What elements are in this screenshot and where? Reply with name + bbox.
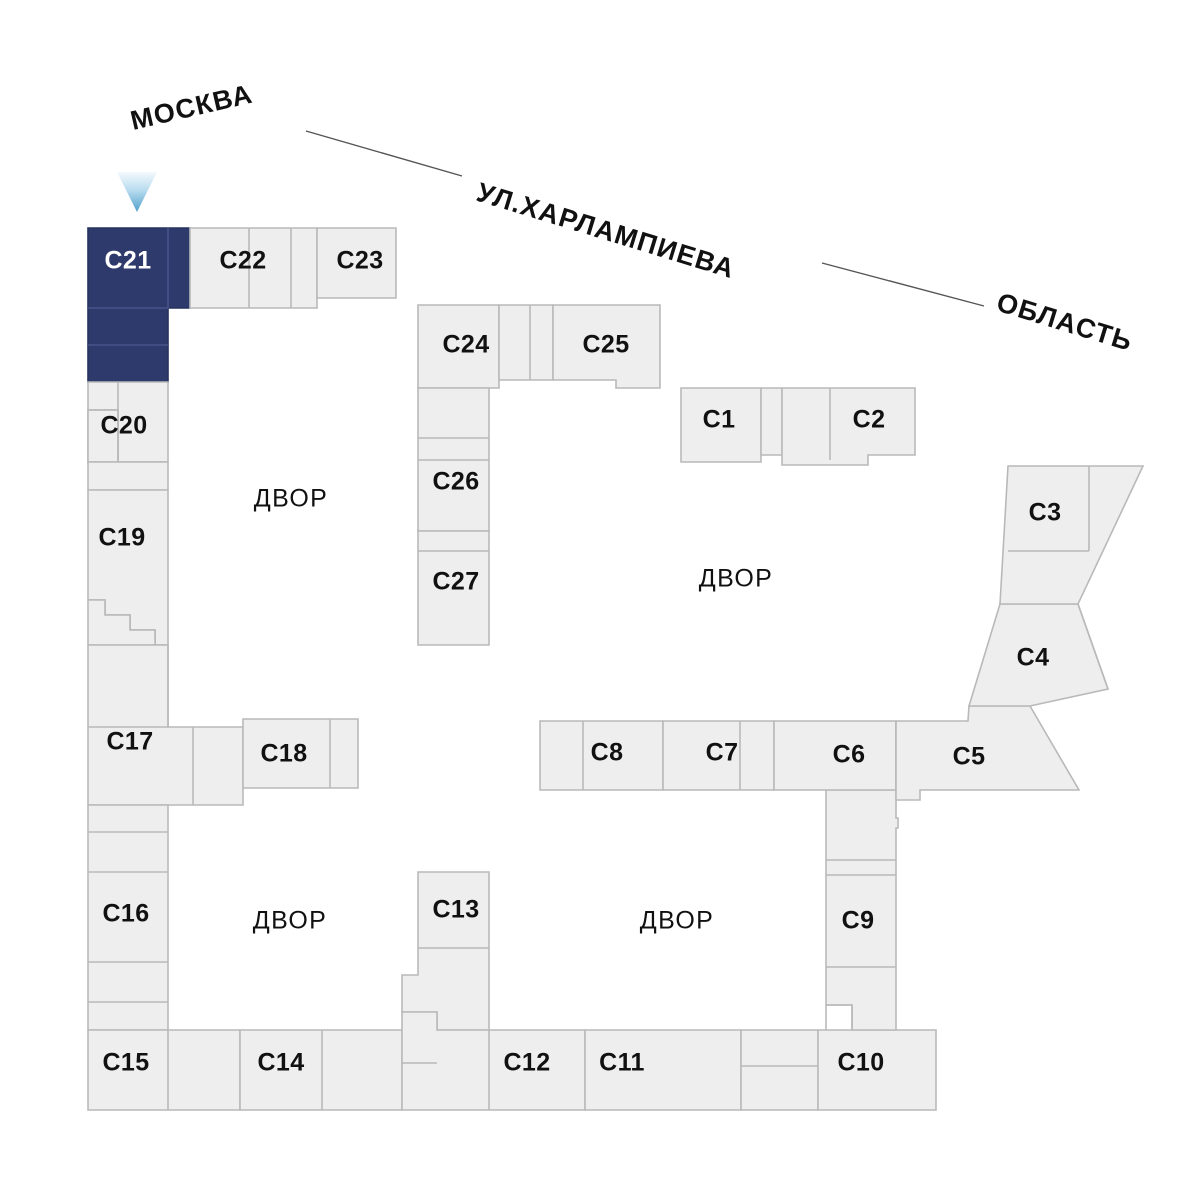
block-group-C15[interactable]: C15 [87,1029,241,1111]
block-group-C5[interactable]: C5 [895,705,1081,801]
block-group-C20[interactable]: C20 [87,381,169,463]
block-label-C13: C13 [432,896,479,924]
block-group-C6[interactable]: C6 [773,720,897,791]
block-label-C16: C16 [102,900,149,928]
block-group-C24[interactable]: C24 [417,304,500,389]
block-C1-annex[interactable] [760,387,783,456]
block-C3-footprint[interactable] [999,465,1145,605]
block-group-C20b[interactable] [87,461,169,491]
block-label-C26: C26 [432,468,479,496]
block-C20-extension[interactable] [87,461,169,491]
block-C11-annex[interactable] [740,1029,819,1111]
block-group-C17[interactable]: C17 [87,644,244,806]
block-label-C17: C17 [106,728,153,756]
block-label-C12: C12 [503,1049,550,1077]
block-group-C24b[interactable] [498,304,554,381]
block-group-C1b[interactable] [760,387,783,456]
block-label-C6: C6 [833,741,866,769]
block-group-C18[interactable]: C18 [242,718,359,789]
block-label-C21: C21 [104,247,151,275]
block-label-C22: C22 [219,247,266,275]
block-C9-footprint[interactable] [825,789,899,1031]
block-C6-footprint[interactable] [773,720,897,791]
block-C23-footprint[interactable] [316,227,397,299]
block-group-C11b[interactable] [740,1029,819,1111]
block-label-C15: C15 [102,1049,149,1077]
block-label-C18: C18 [260,740,307,768]
block-group-C10[interactable]: C10 [817,1029,937,1111]
block-group-C23[interactable]: C23 [316,227,397,299]
leader-line-moskva [305,130,463,177]
block-C17-footprint[interactable] [87,644,244,806]
block-group-C4[interactable]: C4 [967,603,1110,707]
block-C21-divider [88,228,169,346]
block-group-C25[interactable]: C25 [552,304,661,389]
block-label-C27: C27 [432,568,479,596]
block-C17-divider [88,645,194,805]
yard-label-sw: ДВОР [253,907,328,935]
leader-line-oblast [821,262,985,307]
block-group-C26[interactable]: C26 [417,387,490,532]
block-C3-divider [1008,466,1090,552]
street-label-harlampieva: УЛ.ХАРЛАМПИЕВА [473,177,738,284]
block-C9-divider [826,859,896,1030]
block-label-C4: C4 [1017,644,1050,672]
block-group-C27[interactable]: C27 [417,530,490,646]
block-label-C9: C9 [842,907,875,935]
block-label-C19: C19 [98,524,145,552]
block-C22-footprint[interactable] [189,227,318,309]
block-group-C3[interactable]: C3 [999,465,1145,605]
block-label-C7: C7 [706,739,739,767]
block-C22-divider [248,228,292,308]
block-group-C16[interactable]: C16 [87,804,169,1031]
block-group-C13[interactable]: C13 [401,871,490,1031]
block-label-C23: C23 [336,247,383,275]
block-C1-footprint[interactable] [680,387,762,463]
block-C12-divider [402,1030,490,1110]
block-label-C25: C25 [582,331,629,359]
block-label-C2: C2 [853,406,886,434]
block-label-C14: C14 [257,1049,304,1077]
block-group-C9[interactable]: C9 [825,789,899,1031]
block-group-C12[interactable]: C12 [401,1011,586,1111]
block-C16-divider [88,831,168,1003]
yard-label-se: ДВОР [640,907,715,935]
street-label-moskva: МОСКВА [128,79,256,136]
block-label-C20: C20 [100,412,147,440]
yard-label-nw: ДВОР [254,485,329,513]
block-C12-footprint[interactable] [401,1011,586,1111]
block-label-C1: C1 [703,406,736,434]
block-group-C22[interactable]: C22 [189,227,318,309]
block-label-C10: C10 [837,1049,884,1077]
block-group-C1[interactable]: C1 [680,387,762,463]
block-C26-divider [418,437,489,461]
yard-label-ne: ДВОР [699,565,774,593]
block-group-C2[interactable]: C2 [781,387,916,466]
block-C24-annex[interactable] [498,304,554,381]
block-group-C7[interactable]: C7 [662,720,775,791]
block-label-C11: C11 [599,1049,645,1077]
block-group-C14[interactable]: C14 [239,1029,403,1111]
street-label-oblast: ОБЛАСТЬ [993,287,1136,357]
block-C25-footprint[interactable] [552,304,661,389]
block-C2-footprint[interactable] [781,387,916,466]
block-group-C21[interactable]: C21 [87,227,191,383]
block-C24-footprint[interactable] [417,304,500,389]
block-C5-footprint[interactable] [895,705,1081,801]
block-group-C8[interactable]: C8 [539,720,664,791]
block-C4-divider [1077,603,1109,690]
block-C27-footprint[interactable] [417,530,490,646]
block-label-C5: C5 [953,743,986,771]
block-label-C8: C8 [591,739,624,767]
block-label-C24: C24 [442,331,489,359]
block-group-C11[interactable]: C11 [584,1029,742,1111]
selected-block-marker-icon[interactable] [117,172,157,212]
block-label-C3: C3 [1029,499,1062,527]
